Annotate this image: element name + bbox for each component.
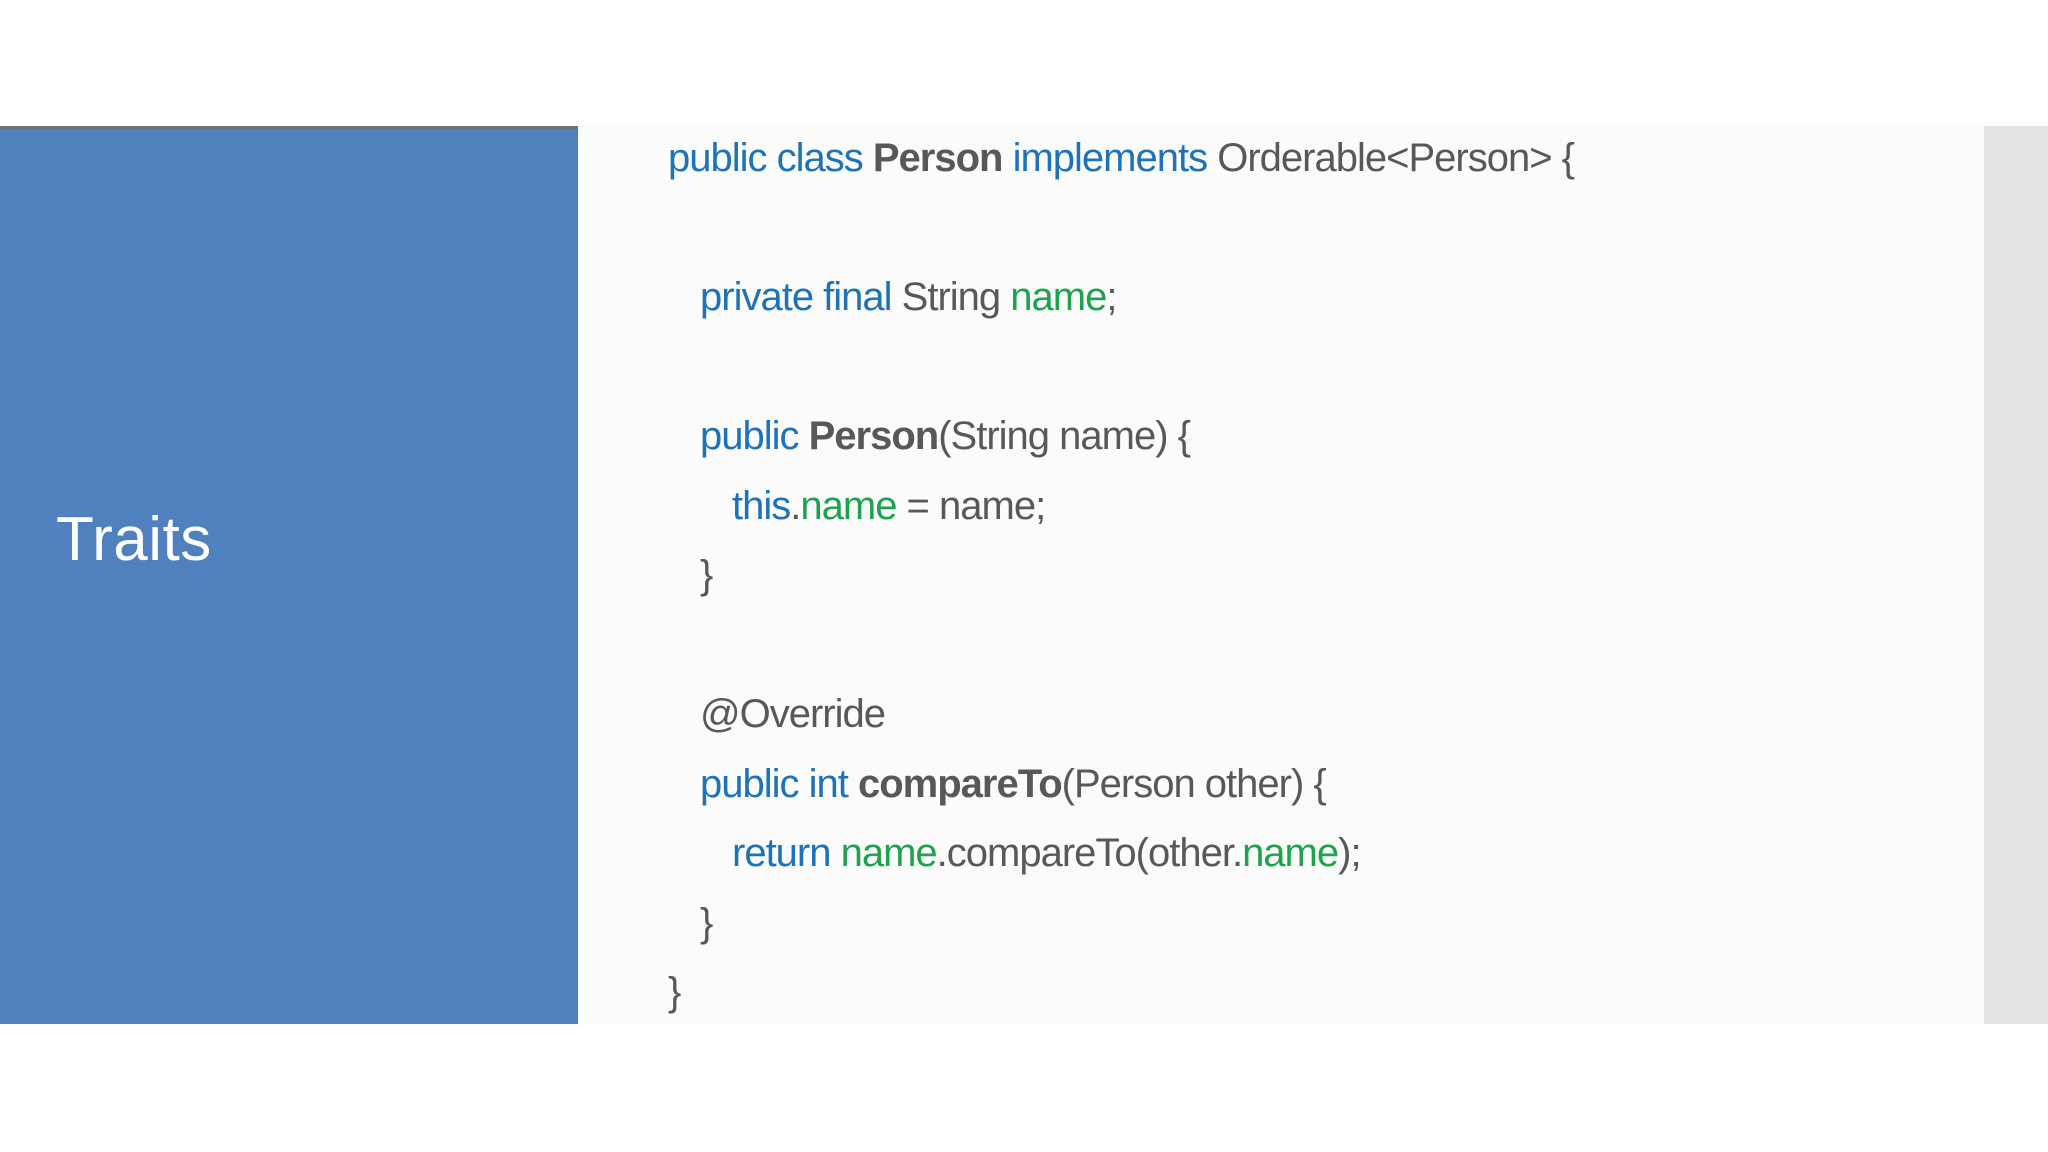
code-line (668, 611, 1988, 681)
code-token: ; (1106, 275, 1117, 319)
code-token: name (800, 483, 897, 528)
code-token: . (790, 483, 801, 528)
code-token: Person (808, 414, 940, 458)
code-token: .compareTo(other. (936, 831, 1243, 875)
code-token: this (732, 483, 791, 528)
code-token: public int (700, 761, 858, 806)
code-line: public Person(String name) { (668, 402, 1988, 472)
code-line: this.name = name; (668, 472, 1988, 542)
code-token: (String name) { (938, 414, 1191, 458)
code-line: public int compareTo(Person other) { (668, 750, 1988, 820)
code-line: } (668, 958, 1988, 1028)
code-token: compareTo (857, 761, 1063, 806)
code-token: Orderable<Person> { (1207, 136, 1575, 180)
code-token: private final (700, 275, 902, 319)
code-line: private final String name; (668, 263, 1988, 333)
code-token: ); (1338, 831, 1361, 875)
code-block: public class Person implements Orderable… (668, 124, 1988, 1028)
code-token: name (840, 831, 938, 875)
title-box: Traits (0, 126, 578, 1024)
code-token: implements (1012, 136, 1209, 180)
code-token: } (668, 970, 681, 1014)
code-panel (578, 126, 1984, 1024)
code-token: public (700, 414, 809, 458)
code-line: } (668, 889, 1988, 959)
code-line (668, 333, 1988, 403)
code-line: return name.compareTo(other.name); (668, 819, 1988, 889)
code-token: String (901, 275, 1011, 319)
slide-title: Traits (56, 505, 212, 574)
code-line: public class Person implements Orderable… (668, 124, 1988, 194)
code-line: @Override (668, 680, 1988, 750)
code-token: name (1242, 831, 1339, 875)
code-token: name (1010, 275, 1107, 319)
code-line (668, 194, 1988, 264)
code-token: @Override (700, 692, 886, 736)
code-token: } (700, 900, 713, 945)
code-token: (Person other) { (1061, 761, 1327, 806)
code-line: } (668, 541, 1988, 611)
code-token: } (700, 553, 713, 597)
code-token: = name; (896, 483, 1047, 528)
code-token: return (732, 831, 841, 875)
code-token: Person (872, 136, 1013, 180)
right-edge-strip (1984, 126, 2048, 1024)
code-token: public class (668, 136, 873, 180)
